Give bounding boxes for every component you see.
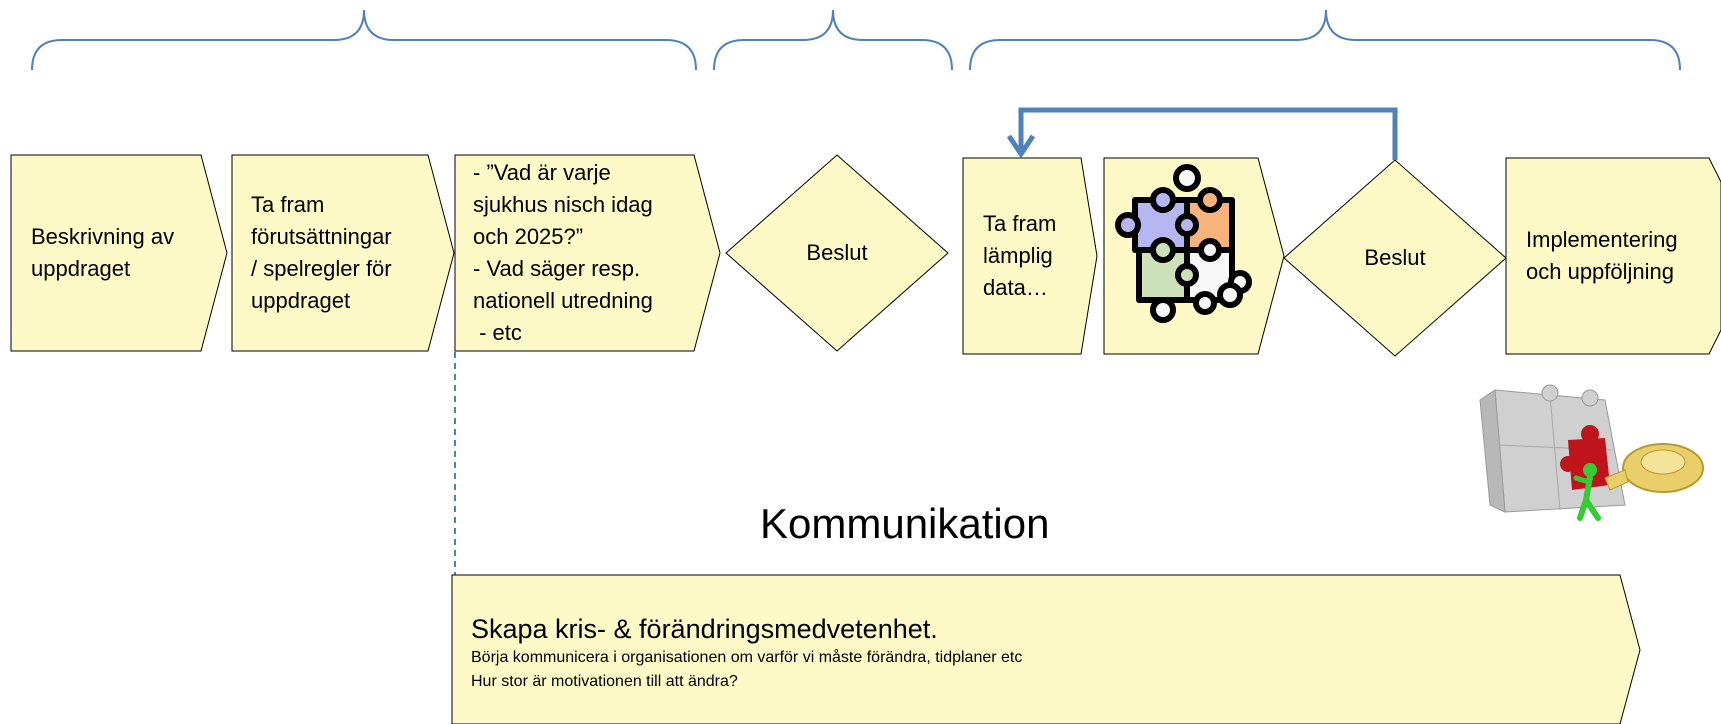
communication-banner	[451, 574, 1641, 724]
puzzle-wall-illustration	[1479, 384, 1626, 521]
communication-line-1: Börja kommunicera i organisationen om va…	[471, 649, 1023, 666]
step-label-1-line: Beskrivning av	[31, 224, 175, 249]
feedback-loop-arrow	[1018, 107, 1398, 160]
communication-heading: Skapa kris- & förändringsmedvetenhet.	[471, 614, 938, 644]
communication-title: Kommunikation	[760, 500, 1050, 547]
step-label-4-line: lämplig	[983, 243, 1053, 268]
step-label-2-line: förutsättningar	[251, 224, 392, 249]
step-label-3: - ”Vad är varje sjukhus nisch idag och 2…	[473, 155, 703, 351]
step-label-5-line: Implementering	[1526, 227, 1678, 252]
step-label-3-line: - ”Vad är varje	[473, 160, 611, 185]
communication-text: Skapa kris- & förändringsmedvetenhet. Bö…	[471, 612, 1571, 694]
puzzle-pieces-icon	[1115, 164, 1252, 323]
step-label-2: Ta fram förutsättningar / spelregler för…	[251, 155, 431, 351]
step-label-4: Ta fram lämplig data…	[983, 158, 1083, 354]
step-label-1: Beskrivning av uppdraget	[31, 155, 206, 351]
decision-diamond-1	[725, 154, 949, 352]
step-box-3	[454, 154, 721, 352]
decision-label-1: Beslut	[806, 240, 868, 265]
step-label-2-line: uppdraget	[251, 288, 351, 313]
step-label-3-line: och 2025?”	[473, 224, 584, 249]
step-label-4-line: data…	[983, 275, 1048, 300]
phase-brace-2	[713, 9, 953, 71]
step-label-3-line: sjukhus nisch idag	[473, 192, 653, 217]
step-label-3-line: nationell utredning	[473, 288, 653, 313]
step-label-2-line: / spelregler för	[251, 256, 392, 281]
communication-line-2: Hur stor är motivationen till att ändra?	[471, 673, 738, 690]
decision-label-2: Beslut	[1364, 245, 1426, 270]
step-box-2	[231, 154, 455, 352]
step-box-5	[1505, 157, 1721, 355]
step-label-3-line: - etc	[473, 320, 522, 345]
step-label-5: Implementering och uppföljning	[1526, 158, 1716, 354]
step-label-2-line: Ta fram	[251, 192, 325, 217]
phase-brace-1	[31, 9, 697, 71]
step-box-4	[962, 157, 1098, 355]
step-label-3-line: - Vad säger resp.	[473, 256, 641, 281]
phase-brace-3	[969, 9, 1681, 71]
step-label-4-line: Ta fram	[983, 211, 1057, 236]
step-box-1	[10, 154, 228, 352]
measuring-tape-icon	[1604, 443, 1704, 493]
feedback-arrowhead	[1006, 134, 1036, 159]
step-label-5-line: och uppföljning	[1526, 259, 1675, 284]
step-label-1-line: uppdraget	[31, 256, 131, 281]
decision-diamond-2	[1283, 159, 1507, 357]
